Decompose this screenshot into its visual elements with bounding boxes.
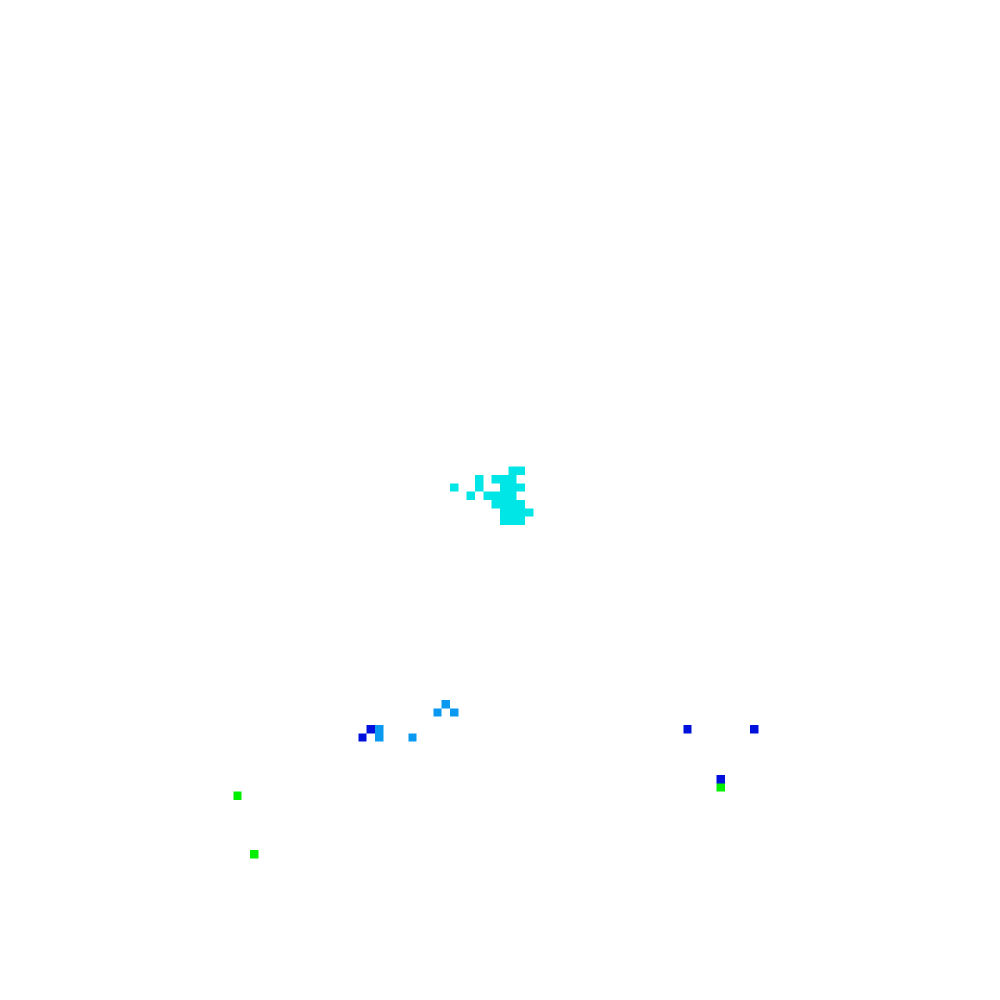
heatmap-cell-cyan — [500, 508, 509, 517]
heatmap-cell-sky — [433, 708, 442, 717]
heatmap-cell-cyan — [508, 500, 517, 509]
heatmap-cell-cyan — [525, 508, 534, 517]
heatmap-cell-cyan — [516, 516, 525, 525]
heatmap-cell-cyan — [466, 491, 475, 500]
heatmap-cell-sky — [441, 700, 450, 709]
heatmap-cell-cyan — [508, 516, 517, 525]
heatmap-cell-cyan — [500, 516, 509, 525]
heatmap-cell-cyan — [500, 483, 509, 492]
heatmap-cell-cyan — [491, 475, 500, 484]
heatmap-cell-cyan — [508, 508, 517, 517]
heatmap-cell-blue — [750, 725, 759, 734]
heatmap-cell-green — [250, 850, 259, 859]
heatmap-cell-blue — [683, 725, 692, 734]
heatmap-cell-blue — [358, 733, 367, 742]
heatmap-cell-cyan — [516, 483, 525, 492]
heatmap-cell-sky — [375, 725, 384, 734]
heatmap-cell-cyan — [491, 491, 500, 500]
heatmap-cell-cyan — [508, 483, 517, 492]
heatmap-cell-cyan — [516, 500, 525, 509]
heatmap-cell-cyan — [500, 491, 509, 500]
heatmap-cell-green — [233, 791, 242, 800]
heatmap-cell-cyan — [491, 500, 500, 509]
heatmap-cells — [233, 466, 759, 859]
heatmap-cell-cyan — [450, 483, 459, 492]
heatmap-cell-cyan — [516, 508, 525, 517]
heatmap-cell-sky — [375, 733, 384, 742]
heatmap-cell-cyan — [500, 475, 509, 484]
heatmap-cell-green — [716, 783, 725, 792]
heatmap-cell-cyan — [483, 491, 492, 500]
heatmap-cell-blue — [716, 775, 725, 784]
heatmap-cell-sky — [408, 733, 417, 742]
heatmap-cell-sky — [450, 708, 459, 717]
heatmap-cell-cyan — [508, 475, 517, 484]
heatmap-cell-cyan — [475, 483, 484, 492]
heatmap-cell-cyan — [516, 466, 525, 475]
heatmap-cell-blue — [366, 725, 375, 734]
heatmap-cell-cyan — [475, 475, 484, 484]
heatmap-cell-cyan — [508, 466, 517, 475]
heatmap-cell-cyan — [508, 491, 517, 500]
heatmap-cell-cyan — [500, 500, 509, 509]
